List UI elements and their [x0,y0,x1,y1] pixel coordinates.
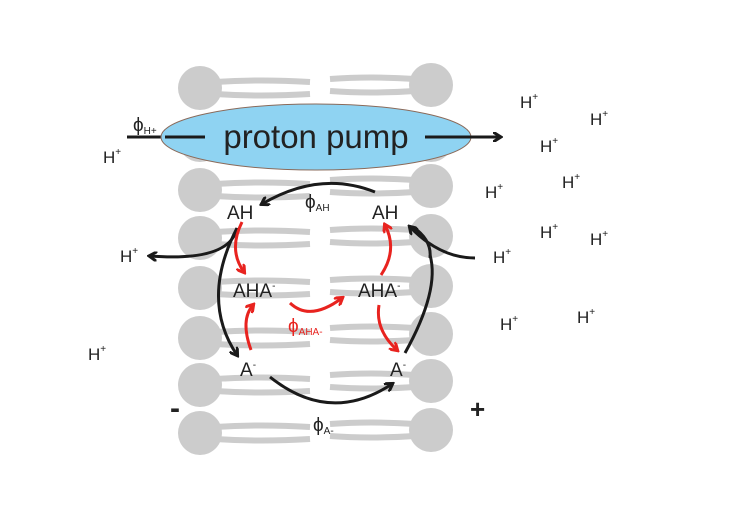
aha-right-label: AHA- [358,281,400,302]
lipid-head [409,359,453,403]
proton-label: H+ [103,147,121,167]
proton-label: H+ [520,92,538,112]
proton-label: H+ [493,247,511,267]
lipid-head [178,216,222,260]
lipid-head [178,266,222,310]
red-arrow-aha-to-ah [379,225,391,276]
red-arrow-ah-to-aha [234,221,244,272]
lipid-tail [214,419,416,430]
lipid-head [409,408,453,452]
protons: H+H+H+H+H+H+H+H+H+H+H+H+H+ [88,92,608,364]
lipid-head [178,168,222,212]
lipid-tail [214,275,416,285]
red-arrow-aha-to-a [376,304,397,350]
h-uptake-arrow [410,227,476,260]
phi-h-label: ϕH+ [133,115,157,137]
phi-a-label: ϕA- [313,415,334,437]
ah-right-label: AH [372,203,398,224]
lipid-tail [214,433,416,444]
phi-aha-label: ϕAHA- [288,316,323,338]
lipid-tail [214,384,416,396]
aha-flux-arrow [288,298,342,313]
a-right-label: A- [390,360,406,381]
ah-flux-arrow [262,181,376,204]
lipid-head [178,66,222,110]
lipid-tail [214,175,416,187]
proton-label: H+ [88,344,106,364]
lipid-head [178,363,222,407]
lipid-head [409,214,453,258]
lipid-tail [214,225,416,235]
lipid-head [178,411,222,455]
lipid-tail [214,370,416,382]
proton-label: H+ [562,172,580,192]
pump-label: proton pump [223,118,408,155]
lipid-head [178,316,222,360]
lipid-head [409,63,453,107]
lipid-tail [214,74,416,85]
lipid-tail [214,289,416,299]
lipid-tail [214,88,416,99]
lipid-head [409,164,453,208]
ah-dissociation-arrow [217,227,238,355]
proton-label: H+ [540,136,558,156]
aha-left-label: AHA- [233,281,275,302]
proton-label: H+ [485,182,503,202]
ah-left-label: AH [227,203,253,224]
red-arrow-a-to-aha [244,305,253,351]
a-protonation-arrow [403,254,434,354]
lipid-tail [214,239,416,249]
positive-charge: + [470,394,485,424]
a-left-label: A- [240,360,256,381]
proton-label: H+ [500,314,518,334]
proton-label: H+ [590,229,608,249]
a-flux-arrow [269,375,392,405]
proton-label: H+ [540,222,558,242]
proton-label: H+ [120,246,138,266]
proton-label: H+ [590,109,608,129]
negative-charge: - [170,392,180,425]
phi-ah-label: ϕAH [305,192,330,214]
proton-label: H+ [577,307,595,327]
lipid-tail [214,337,416,349]
